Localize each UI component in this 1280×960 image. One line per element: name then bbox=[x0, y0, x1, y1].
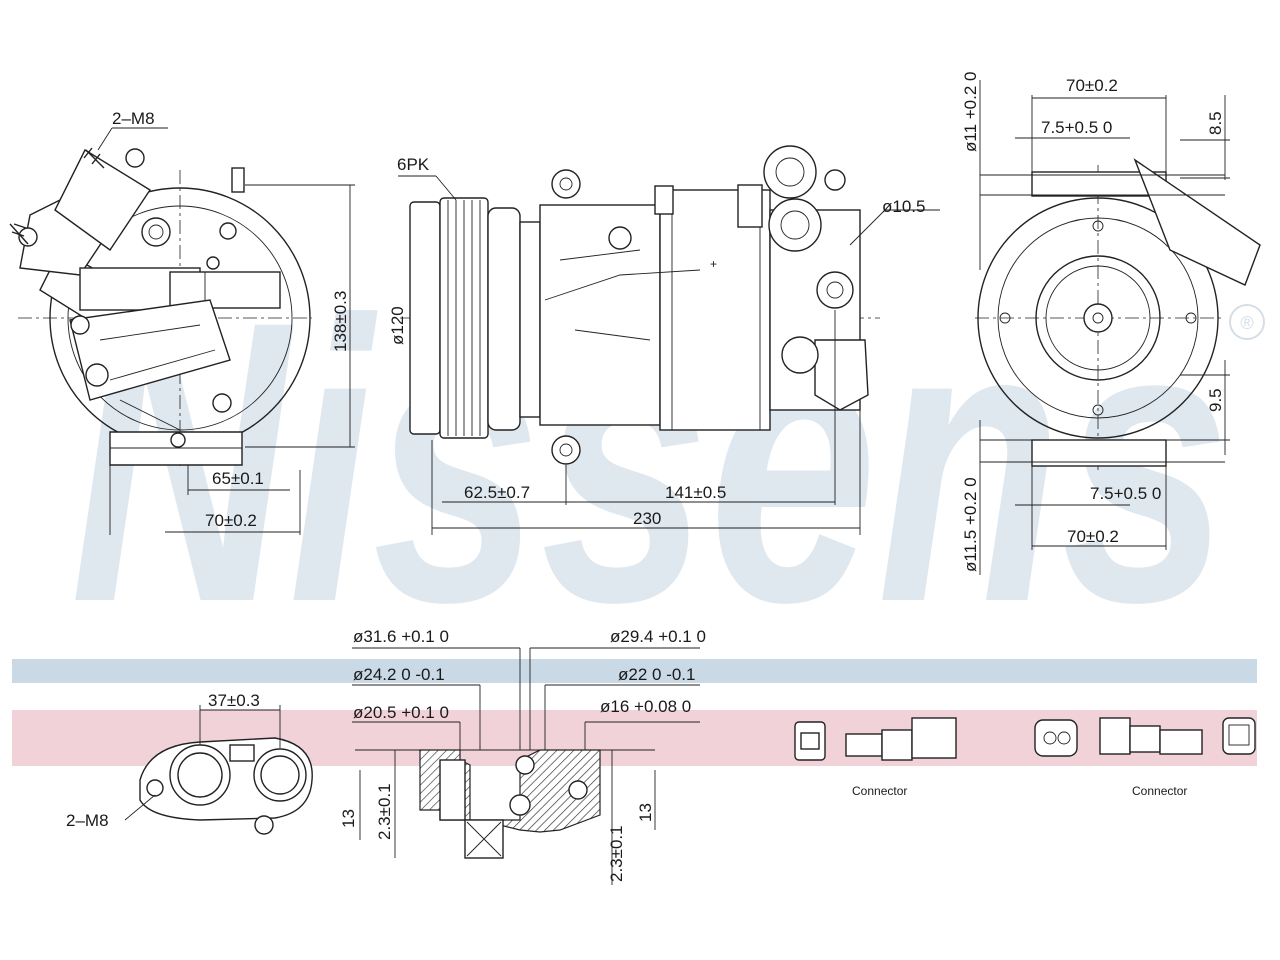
dim-b: 141±0.5 bbox=[665, 483, 726, 502]
port-thread: 2–M8 bbox=[66, 811, 109, 830]
section-d2: ø24.2 0 -0.1 bbox=[353, 665, 445, 684]
height-dim: 138±0.3 bbox=[331, 291, 350, 352]
port-section-view: ø31.6 +0.1 0 ø24.2 0 -0.1 ø20.5 +0.1 0 ø… bbox=[339, 627, 706, 885]
top-width: 70±0.2 bbox=[1066, 76, 1118, 95]
section-d3: ø20.5 +0.1 0 bbox=[353, 703, 449, 722]
port-flange-view: 37±0.3 2–M8 bbox=[66, 691, 313, 835]
section-d5: ø22 0 -0.1 bbox=[618, 665, 696, 684]
connector-1: Connector bbox=[794, 717, 957, 798]
belt-label: 6PK bbox=[397, 155, 430, 174]
step-right: 2.3±0.1 bbox=[607, 825, 626, 882]
dim-a: 62.5±0.7 bbox=[464, 483, 530, 502]
pulley-dia: ø120 bbox=[388, 306, 407, 345]
registered-mark: ® bbox=[1229, 304, 1265, 340]
compressor-front-view: 2–M8 138±0.3 65±0.1 70±0.2 bbox=[9, 109, 355, 535]
svg-text:+: + bbox=[710, 257, 717, 271]
depth-left: 13 bbox=[339, 809, 358, 828]
mount-outer-dim: 70±0.2 bbox=[205, 511, 257, 530]
bottom-width: 70±0.2 bbox=[1067, 527, 1119, 546]
bottom-offset: 7.5+0.5 0 bbox=[1090, 484, 1161, 503]
top-height: 8.5 bbox=[1206, 111, 1225, 135]
step-left: 2.3±0.1 bbox=[375, 783, 394, 840]
hole-dia: ø10.5 bbox=[882, 197, 925, 216]
port-spacing: 37±0.3 bbox=[208, 691, 260, 710]
dim-total: 230 bbox=[633, 509, 661, 528]
compressor-rear-view: 70±0.2 7.5+0.5 0 8.5 ø11 +0.2 0 9.5 ø11.… bbox=[961, 72, 1261, 575]
depth-right: 13 bbox=[636, 803, 655, 822]
connector-1-label: Connector bbox=[852, 784, 907, 798]
top-offset: 7.5+0.5 0 bbox=[1041, 118, 1112, 137]
top-slot: ø11 +0.2 0 bbox=[961, 72, 980, 153]
svg-text:®: ® bbox=[1240, 313, 1253, 333]
bottom-height: 9.5 bbox=[1206, 388, 1225, 412]
connector-2-label: Connector bbox=[1132, 784, 1187, 798]
connector-2: Connector bbox=[1034, 717, 1256, 798]
blue-band bbox=[12, 659, 1257, 683]
compressor-side-view: + 6PK ø10.5 ø120 62.5±0.7 141±0.5 230 bbox=[388, 145, 940, 535]
section-d1: ø31.6 +0.1 0 bbox=[353, 627, 449, 646]
section-d4: ø29.4 +0.1 0 bbox=[610, 627, 706, 646]
thread-label: 2–M8 bbox=[112, 109, 155, 128]
section-d6: ø16 +0.08 0 bbox=[600, 697, 691, 716]
bottom-slot: ø11.5 +0.2 0 bbox=[961, 477, 980, 572]
mount-inner-dim: 65±0.1 bbox=[212, 469, 264, 488]
